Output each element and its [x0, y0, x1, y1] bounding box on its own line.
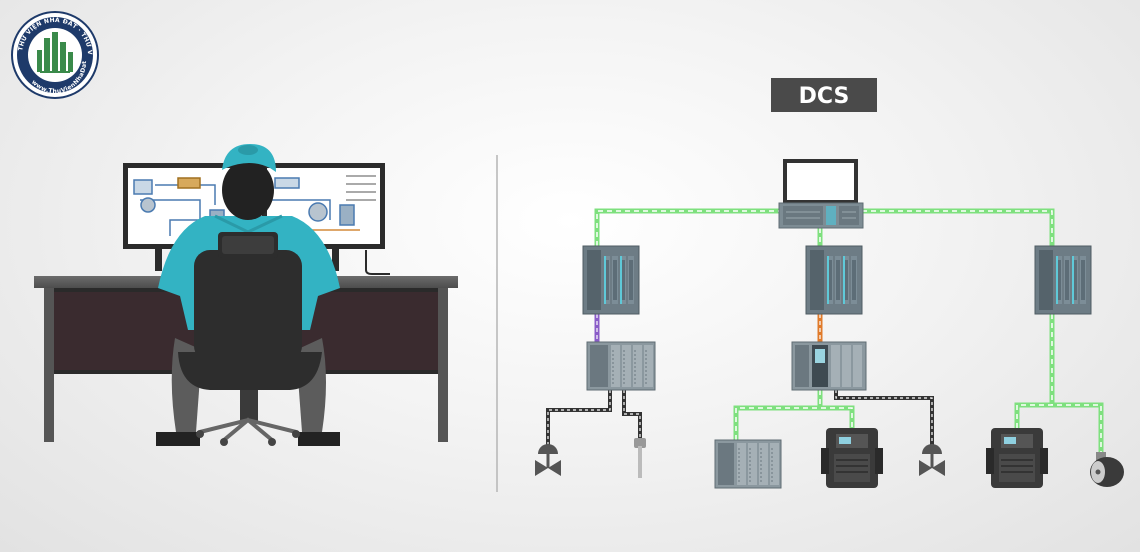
temperature-sensor-icon	[634, 438, 646, 478]
valve-icon	[919, 444, 945, 476]
operator-workstation	[34, 144, 458, 446]
io-module-bottom	[714, 439, 782, 489]
bus-line-left	[594, 208, 779, 246]
io-module-left	[586, 341, 656, 391]
controller-left	[582, 245, 640, 315]
frequency-drive-icon	[821, 428, 883, 488]
monitor-icon	[783, 159, 858, 208]
field-wire-valve-left	[546, 390, 612, 452]
logo: THƯ VIỆN NHÀ ĐẤT · THƯ VIỆN NHÀ ĐẤT www.…	[0, 0, 99, 99]
building-icon	[37, 32, 73, 73]
engineering-station	[778, 159, 864, 229]
office-chair	[178, 232, 322, 446]
frequency-drive-icon	[986, 428, 1048, 488]
io-module-center	[791, 341, 867, 391]
encoder-icon	[1090, 452, 1124, 487]
controller-right	[1034, 245, 1092, 315]
title-text: DCS	[799, 84, 850, 109]
controller-center	[805, 245, 863, 315]
network-links	[546, 208, 1104, 455]
valve-icon	[535, 444, 561, 476]
title-box: DCS	[771, 78, 877, 112]
hmi-screen-right	[272, 175, 376, 231]
server-rack-icon	[778, 202, 864, 229]
bus-line-right	[862, 208, 1055, 246]
